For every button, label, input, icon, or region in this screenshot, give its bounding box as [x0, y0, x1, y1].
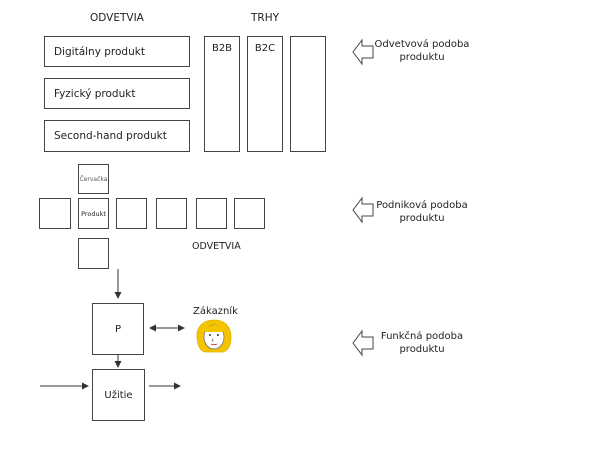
- market-label-b2c: B2C: [254, 43, 276, 54]
- p-box-label: P: [114, 323, 122, 335]
- company-top-box: Červačka: [78, 164, 109, 194]
- market-column-b2b: B2B: [204, 36, 240, 152]
- company-right-box-1: [116, 198, 147, 229]
- product-box-digital: Digitálny produkt: [44, 36, 190, 67]
- company-right-box-2: [156, 198, 187, 229]
- company-right-box-3: [196, 198, 227, 229]
- product-label-physical: Fyzický produkt: [54, 87, 136, 100]
- company-right-box-4: [234, 198, 265, 229]
- side-label-functional: Funkčná podoba produktu: [380, 331, 464, 355]
- customer-label: Zákazník: [193, 306, 238, 317]
- company-industries-label: ODVETVIA: [192, 241, 241, 252]
- company-bottom-box: [78, 238, 109, 269]
- company-left-box: [39, 198, 71, 229]
- side-arrow-functional-icon: [352, 329, 374, 357]
- side-label-industry: Odvetvová podoba produktu: [374, 39, 470, 63]
- product-box-physical: Fyzický produkt: [44, 78, 190, 109]
- side-arrow-industry-icon: [352, 38, 374, 66]
- markets-header: TRHY: [251, 12, 280, 24]
- side-label-company: Podniková podoba produktu: [376, 200, 468, 224]
- market-column-b2c: B2C: [247, 36, 283, 152]
- customer-face-icon: [196, 319, 232, 353]
- use-box: Užitie: [92, 369, 145, 421]
- industries-header: ODVETVIA: [90, 12, 144, 24]
- product-label-digital: Digitálny produkt: [54, 45, 145, 58]
- product-label-second-hand: Second-hand produkt: [54, 130, 167, 142]
- company-top-box-label: Červačka: [79, 175, 108, 183]
- product-box-second-hand: Second-hand produkt: [44, 120, 190, 152]
- p-box: P: [92, 303, 144, 355]
- side-arrow-company-icon: [352, 196, 374, 224]
- company-center-box-label: Produkt: [81, 209, 106, 218]
- company-center-box: Produkt: [78, 198, 109, 229]
- market-label-b2b: B2B: [211, 43, 233, 54]
- use-box-label: Užitie: [104, 389, 133, 401]
- market-column-empty: [290, 36, 326, 152]
